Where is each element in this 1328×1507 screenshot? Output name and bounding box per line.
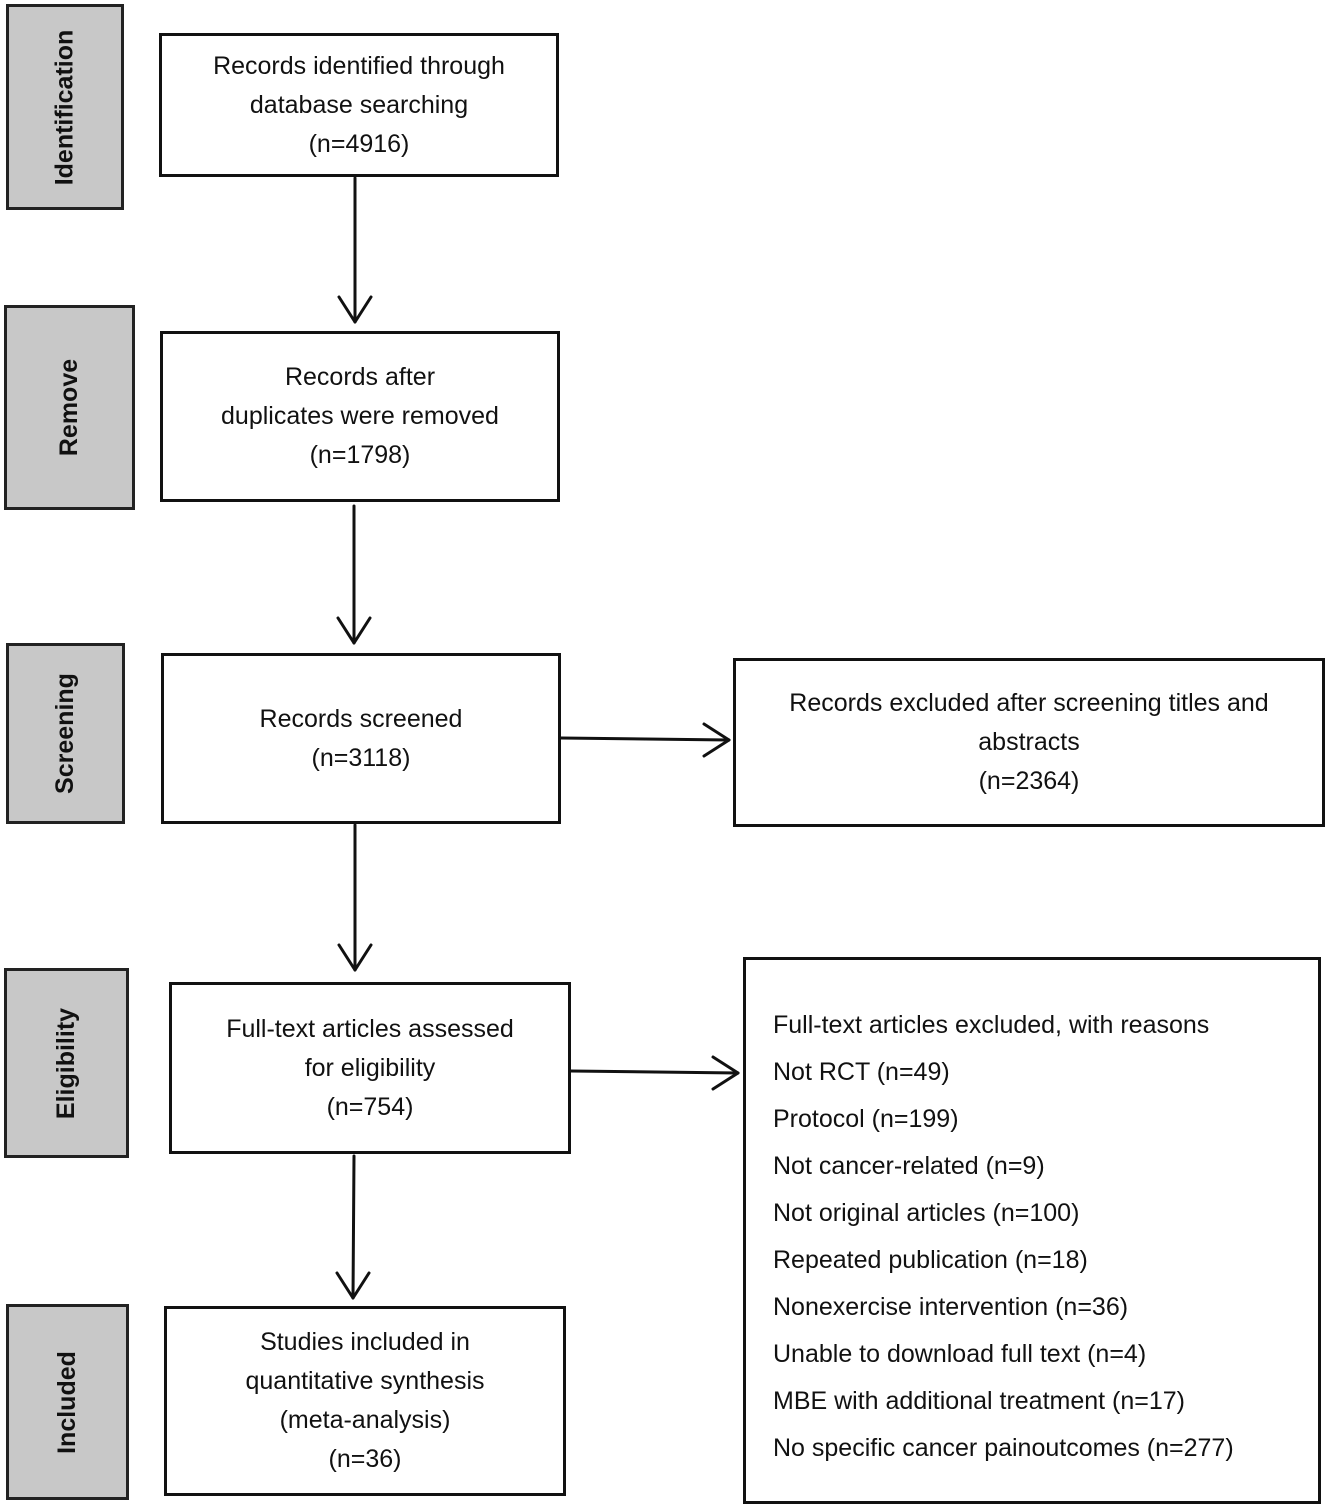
excluded-reason-item: No specific cancer painoutcomes (n=277): [773, 1434, 1234, 1462]
arrow-full-text-to-included: [335, 1154, 371, 1300]
excluded-reason-item: Nonexercise intervention (n=36): [773, 1293, 1129, 1321]
studies-included-line-2: quantitative synthesis: [245, 1367, 485, 1395]
after-duplicates-line-2: duplicates were removed: [221, 402, 499, 430]
excluded-reason-item: MBE with additional treatment (n=17): [773, 1387, 1186, 1415]
records-screened-box: Records screened (n=3118): [161, 653, 561, 824]
excluded-reason-item: Repeated publication (n=18): [773, 1246, 1088, 1274]
excluded-reason-item: Not original articles (n=100): [773, 1199, 1080, 1227]
records-screened-count: (n=3118): [311, 743, 411, 772]
stage-identification: Identification: [6, 4, 124, 210]
records-excluded-screening-box: Records excluded after screening titles …: [733, 658, 1325, 827]
records-identified-line-1: Records identified through: [213, 51, 505, 80]
excluded-screening-line-2: abstracts: [978, 728, 1080, 756]
arrow-screened-to-excluded: [559, 722, 731, 758]
studies-included-line-1: Studies included in: [260, 1328, 470, 1356]
stage-screening: Screening: [6, 643, 125, 824]
full-text-line-2: for eligibility: [304, 1053, 436, 1082]
excluded-reason-item: Not cancer-related (n=9): [773, 1152, 1045, 1180]
excluded-reasons-heading: Full-text articles excluded, with reason…: [773, 1011, 1210, 1039]
studies-included-box: Studies included in quantitative synthes…: [164, 1306, 566, 1496]
stage-remove: Remove: [4, 305, 135, 510]
stage-included: Included: [6, 1304, 129, 1500]
after-duplicates-line-1: Records after: [284, 363, 436, 391]
arrow-screened-to-full-text: [337, 823, 373, 972]
excluded-reason-item: Protocol (n=199): [773, 1105, 959, 1133]
excluded-screening-count: (n=2364): [978, 767, 1080, 795]
excluded-screening-line-1: Records excluded after screening titles …: [789, 689, 1269, 717]
full-text-assessed-box: Full-text articles assessed for eligibil…: [169, 982, 571, 1154]
records-identified-count: (n=4916): [308, 129, 410, 158]
arrow-full-text-to-excluded: [569, 1055, 740, 1091]
arrow-removed-to-screened: [336, 504, 372, 645]
excluded-reason-item: Not RCT (n=49): [773, 1058, 950, 1086]
full-text-excluded-box: Full-text articles excluded, with reason…: [743, 957, 1321, 1504]
records-after-duplicates-box: Records after duplicates were removed (n…: [160, 331, 560, 502]
full-text-line-1: Full-text articles assessed: [226, 1014, 514, 1043]
records-identified-box: Records identified through database sear…: [159, 33, 559, 177]
stage-eligibility: Eligibility: [4, 968, 129, 1158]
after-duplicates-count: (n=1798): [309, 441, 411, 469]
studies-included-count: (n=36): [328, 1445, 402, 1473]
records-screened-line-1: Records screened: [259, 704, 463, 733]
records-identified-line-2: database searching: [249, 90, 469, 119]
excluded-reason-item: Unable to download full text (n=4): [773, 1340, 1147, 1368]
arrow-identified-to-removed: [337, 176, 373, 324]
studies-included-line-3: (meta-analysis): [279, 1406, 451, 1434]
full-text-count: (n=754): [326, 1092, 414, 1121]
